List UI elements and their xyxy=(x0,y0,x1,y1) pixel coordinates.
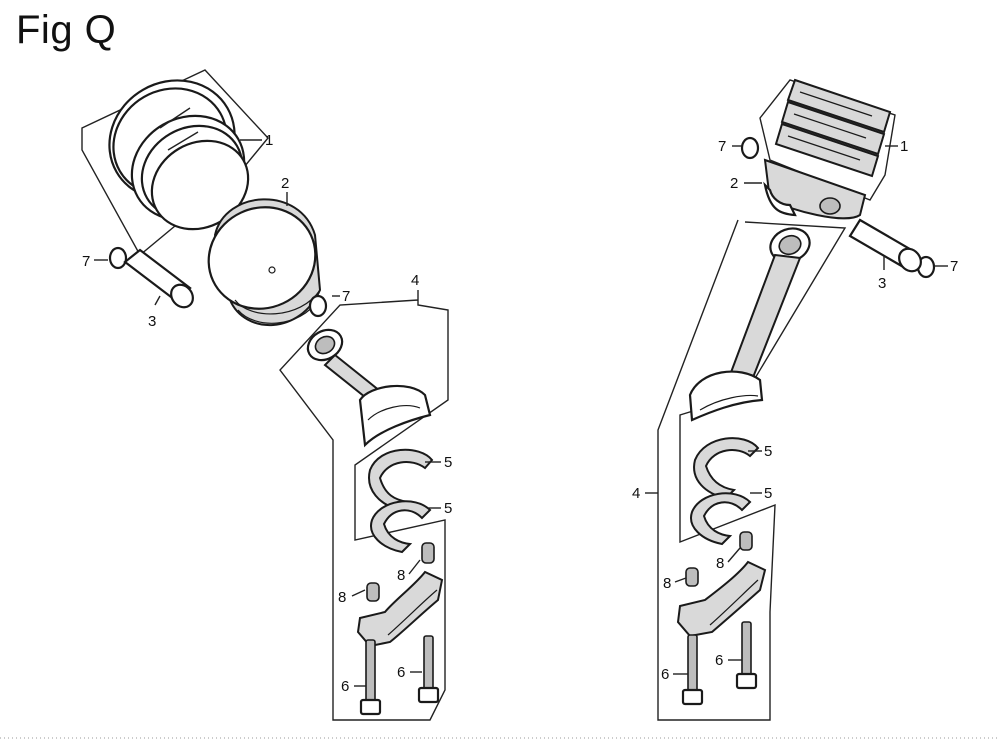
piston xyxy=(207,198,322,326)
callout-label: 2 xyxy=(730,175,738,192)
piston-pin xyxy=(123,248,194,309)
callout-label: 5 xyxy=(764,443,772,460)
rod-bolt xyxy=(359,639,382,716)
callout-label: 6 xyxy=(715,652,723,669)
connecting-rod xyxy=(688,227,811,422)
connecting-rod-cap xyxy=(676,560,767,638)
rod-bolt xyxy=(417,635,440,704)
callout-label: 7 xyxy=(342,288,350,305)
rod-bolt xyxy=(681,634,704,706)
right-assembly xyxy=(657,78,936,721)
dowel-pin xyxy=(366,582,380,602)
callout-label: 7 xyxy=(950,258,958,275)
callout-label: 4 xyxy=(632,485,640,502)
rod-bolt xyxy=(735,621,758,690)
callouts: 1 2 7 3 7 4 5 5 8 8 6 6 7 xyxy=(82,132,958,695)
callout-label: 8 xyxy=(397,567,405,584)
callout-label: 5 xyxy=(444,454,452,471)
callout-label: 6 xyxy=(397,664,405,681)
callout-label: 6 xyxy=(341,678,349,695)
callout-label: 8 xyxy=(663,575,671,592)
callout-label: 7 xyxy=(82,253,90,270)
figure-title: Fig Q xyxy=(16,8,117,52)
conrod-assembly-bracket xyxy=(279,290,449,721)
conrod-assembly-bracket xyxy=(657,219,847,721)
callout-label: 8 xyxy=(716,555,724,572)
dowel-pin xyxy=(421,542,435,564)
dowel-pin xyxy=(739,531,753,551)
circlip xyxy=(308,294,328,318)
circlip xyxy=(108,246,128,270)
callout-label: 5 xyxy=(764,485,772,502)
connecting-rod-cap xyxy=(356,570,444,648)
callout-label: 4 xyxy=(411,272,419,289)
callout-label: 1 xyxy=(900,138,908,155)
piston xyxy=(763,158,867,220)
bearing-shell-lower xyxy=(370,500,432,554)
callout-label: 6 xyxy=(661,666,669,683)
piston-rings xyxy=(774,78,892,178)
callout-label: 1 xyxy=(265,132,273,149)
bearing-shell-upper xyxy=(693,437,760,500)
circlip xyxy=(740,136,760,160)
callout-label: 3 xyxy=(148,313,156,330)
callout-label: 8 xyxy=(338,589,346,606)
callout-label: 2 xyxy=(281,175,289,192)
connecting-rod xyxy=(306,328,432,448)
piston-pin xyxy=(848,218,922,273)
callout-label: 5 xyxy=(444,500,452,517)
left-assembly xyxy=(81,69,449,721)
dowel-pin xyxy=(685,567,699,587)
callout-label: 3 xyxy=(878,275,886,292)
callout-label: 7 xyxy=(718,138,726,155)
bearing-shell-lower xyxy=(690,492,752,546)
piston-rings xyxy=(108,79,250,231)
ring-set-bracket xyxy=(759,79,896,201)
